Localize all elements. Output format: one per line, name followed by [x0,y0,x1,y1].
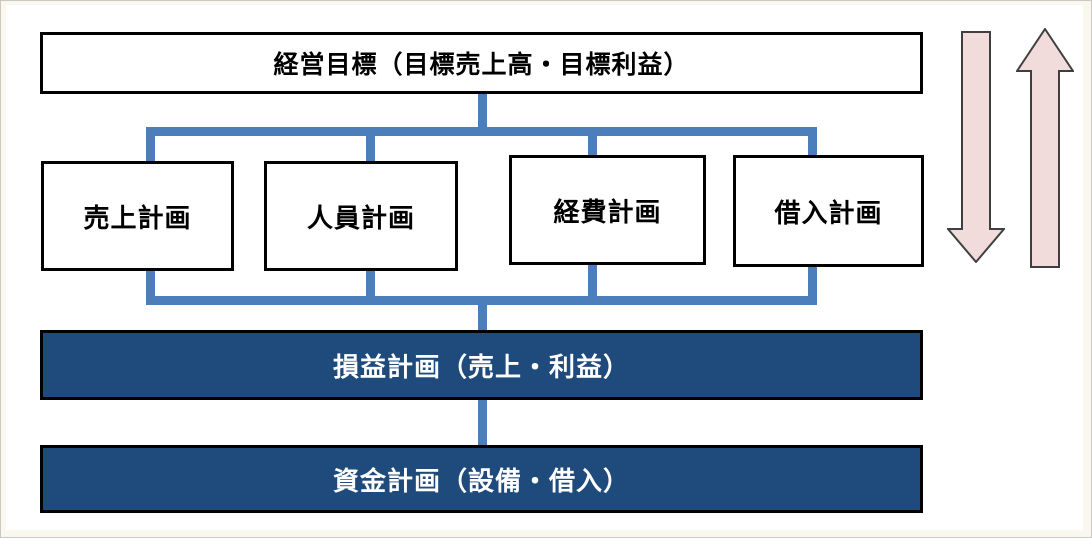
connector-top-bracket [146,127,817,136]
plan-box-expense-label: 経費計画 [553,197,662,228]
banner-cash-plan-label: 資金計画（設備・借入） [332,466,630,497]
connector-to-profit-plan [478,303,487,332]
goal-box-label: 経営目標（目標売上高・目標利益） [273,50,690,79]
plan-box-sales: 売上計画 [41,161,234,271]
connector-to-cash-plan [478,399,487,447]
plan-box-sales-label: 売上計画 [83,203,192,234]
connector-bottom-bracket [146,296,817,305]
connector-goal-stub [478,93,487,133]
banner-profit-loss-plan: 損益計画（売上・利益） [40,330,923,400]
connector-riser-borrowing [808,266,817,298]
connector-drop-expense [588,131,597,157]
plan-box-borrowing: 借入計画 [733,155,924,267]
banner-profit-loss-plan-label: 損益計画（売上・利益） [332,352,630,383]
plan-box-personnel-label: 人員計画 [306,203,415,234]
plan-box-expense: 経費計画 [509,155,706,265]
connector-riser-sales [146,271,155,298]
connector-riser-expense [588,264,597,298]
goal-box: 経営目標（目標売上高・目標利益） [40,32,923,94]
banner-cash-plan: 資金計画（設備・借入） [40,445,923,513]
connector-drop-borrowing [808,131,817,157]
connector-riser-personnel [366,271,375,298]
plan-box-personnel: 人員計画 [264,161,458,271]
up-arrow-icon [1016,28,1074,268]
diagram-canvas: 経営目標（目標売上高・目標利益） 売上計画 人員計画 経費計画 借入計画 [6,5,1083,530]
plan-box-borrowing-label: 借入計画 [774,198,883,229]
down-arrow-icon [947,31,1005,263]
connector-drop-sales [146,131,155,162]
connector-drop-personnel [366,131,375,162]
